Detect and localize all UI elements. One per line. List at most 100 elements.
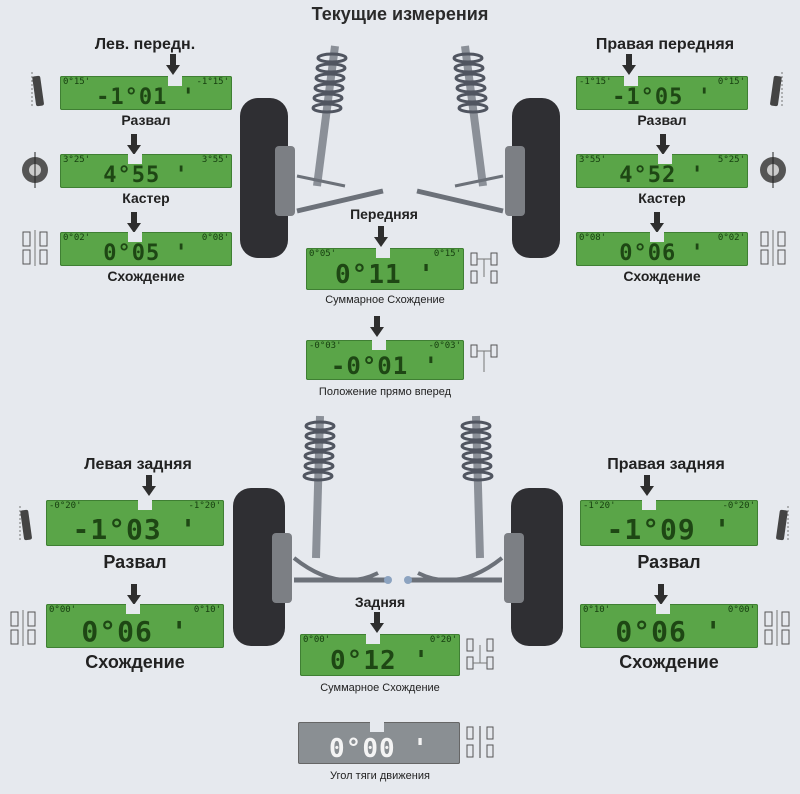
front-right-caster-arrow-icon xyxy=(656,134,670,156)
gauge-min: -1°20' xyxy=(583,501,616,511)
gauge-max: 0°02' xyxy=(717,233,745,243)
front-left-caster-label: Кастер xyxy=(122,190,170,206)
front-suspension-illustration xyxy=(240,45,560,258)
gauge-min: 0°08' xyxy=(579,233,607,243)
gauge-max: -1°20' xyxy=(188,501,221,511)
gauge-value: -0°01 ' xyxy=(330,352,440,380)
front-total-title: Передняя xyxy=(350,206,418,222)
front-total-caption: Суммарное Схождение xyxy=(325,294,445,306)
rear-left-toe-label: Схождение xyxy=(85,652,185,672)
gauge-min: 0°15' xyxy=(63,77,91,87)
front-left-camber-gauge: 0°15' -1°15' -1°01 ' xyxy=(60,76,232,110)
car-axle-icon xyxy=(466,636,494,677)
front-right-camber-label: Развал xyxy=(637,112,687,128)
gauge-min: 0°02' xyxy=(63,233,91,243)
gauge-max: 0°15' xyxy=(433,249,461,259)
gauge-min: 0°00' xyxy=(49,605,77,615)
gauge-max: 0°00' xyxy=(727,605,755,615)
gauge-min: 3°25' xyxy=(63,155,91,165)
thrust-angle-caption: Угол тяги движения xyxy=(330,770,430,782)
rear-right-toe-label: Схождение xyxy=(619,652,719,672)
rear-left-camber-label: Развал xyxy=(103,552,167,572)
gauge-value: 0°00 ' xyxy=(329,734,429,764)
gauge-min: 3°55' xyxy=(579,155,607,165)
gauge-max: -0°03' xyxy=(428,341,461,351)
front-left-title: Лев. передн. xyxy=(94,36,196,53)
gauge-min: -0°03' xyxy=(309,341,342,351)
rear-right-camber-gauge: -1°20' -0°20' -1°09 ' xyxy=(580,500,758,546)
front-left-caster-gauge: 3°25' 3°55' 4°55 ' xyxy=(60,154,232,188)
front-right-caster-gauge: 3°55' 5°25' 4°52 ' xyxy=(576,154,748,188)
gauge-max: -1°15' xyxy=(196,77,229,87)
gauge-min: -0°20' xyxy=(49,501,82,511)
front-left-camber-label: Развал xyxy=(121,112,171,128)
front-total-gauge: 0°05' 0°15' 0°11 ' xyxy=(306,248,464,290)
rear-suspension-illustration xyxy=(233,415,563,646)
rear-total-caption: Суммарное Схождение xyxy=(320,682,440,694)
front-right-title: Правая передняя xyxy=(595,36,735,53)
front-left-caster-arrow-icon xyxy=(127,134,141,156)
rear-total-title: Задняя xyxy=(354,594,406,610)
rear-right-toe-arrow-icon xyxy=(654,584,668,606)
gauge-value: 0°05 ' xyxy=(103,241,189,266)
page-title: Текущие измерения xyxy=(311,4,489,24)
rear-left-title: Левая задняя xyxy=(84,456,192,473)
gauge-min: 0°10' xyxy=(583,605,611,615)
rear-right-camber-arrow-icon xyxy=(640,475,654,497)
wheel-camber-icon xyxy=(24,70,50,110)
front-right-camber-gauge: -1°15' 0°15' -1°05 ' xyxy=(576,76,748,110)
wheel-toe-icon xyxy=(762,608,790,648)
thrust-angle-gauge: 0°00 ' xyxy=(298,722,460,764)
rear-right-toe-gauge: 0°10' 0°00' 0°06 ' xyxy=(580,604,758,648)
wheel-camber-icon xyxy=(12,504,38,544)
gauge-value: 0°11 ' xyxy=(335,260,435,290)
car-axle-icon xyxy=(470,342,498,383)
wheel-toe-icon xyxy=(20,228,48,268)
rear-right-title: Правая задняя xyxy=(607,456,725,473)
wheel-toe-icon xyxy=(8,608,36,648)
gauge-value: -1°03 ' xyxy=(72,513,198,546)
wheel-caster-icon xyxy=(758,150,786,190)
straight-ahead-gauge: -0°03' -0°03' -0°01 ' xyxy=(306,340,464,380)
front-right-toe-gauge: 0°08' 0°02' 0°06 ' xyxy=(576,232,748,266)
rear-left-camber-gauge: -0°20' -1°20' -1°03 ' xyxy=(46,500,224,546)
front-left-toe-arrow-icon xyxy=(127,212,141,234)
front-right-camber-arrow-icon xyxy=(622,54,636,76)
gauge-value: 0°06 ' xyxy=(615,615,723,648)
gauge-value: -1°09 ' xyxy=(606,513,732,546)
straight-ahead-arrow-icon xyxy=(370,316,384,338)
wheel-camber-icon xyxy=(770,504,796,544)
car-axle-icon xyxy=(470,250,498,291)
gauge-max: 0°20' xyxy=(429,635,457,645)
gauge-value: 0°12 ' xyxy=(330,646,430,676)
gauge-value: 0°06 ' xyxy=(81,615,189,648)
front-left-toe-label: Схождение xyxy=(107,268,185,284)
rear-left-toe-arrow-icon xyxy=(127,584,141,606)
front-right-caster-label: Кастер xyxy=(638,190,686,206)
front-left-toe-gauge: 0°02' 0°08' 0°05 ' xyxy=(60,232,232,266)
front-total-arrow-icon xyxy=(374,226,388,248)
gauge-value: 4°55 ' xyxy=(103,163,189,188)
rear-total-arrow-icon xyxy=(370,612,384,634)
rear-total-gauge: 0°00' 0°20' 0°12 ' xyxy=(300,634,460,676)
front-left-camber-arrow-icon xyxy=(166,54,180,76)
car-axle-icon xyxy=(466,724,494,765)
rear-right-camber-label: Развал xyxy=(637,552,701,572)
rear-left-camber-arrow-icon xyxy=(142,475,156,497)
wheel-caster-icon xyxy=(20,150,48,190)
gauge-value: 4°52 ' xyxy=(619,163,705,188)
straight-ahead-caption: Положение прямо вперед xyxy=(318,386,452,398)
gauge-max: -0°20' xyxy=(722,501,755,511)
gauge-max: 0°08' xyxy=(201,233,229,243)
front-right-toe-label: Схождение xyxy=(623,268,701,284)
gauge-max: 0°10' xyxy=(193,605,221,615)
wheel-toe-icon xyxy=(758,228,786,268)
gauge-min: 0°05' xyxy=(309,249,337,259)
gauge-min: 0°00' xyxy=(303,635,331,645)
gauge-max: 5°25' xyxy=(717,155,745,165)
gauge-min: -1°15' xyxy=(579,77,612,87)
gauge-value: -1°01 ' xyxy=(96,85,196,110)
wheel-camber-icon xyxy=(764,70,790,110)
front-right-toe-arrow-icon xyxy=(650,212,664,234)
gauge-value: 0°06 ' xyxy=(619,241,705,266)
